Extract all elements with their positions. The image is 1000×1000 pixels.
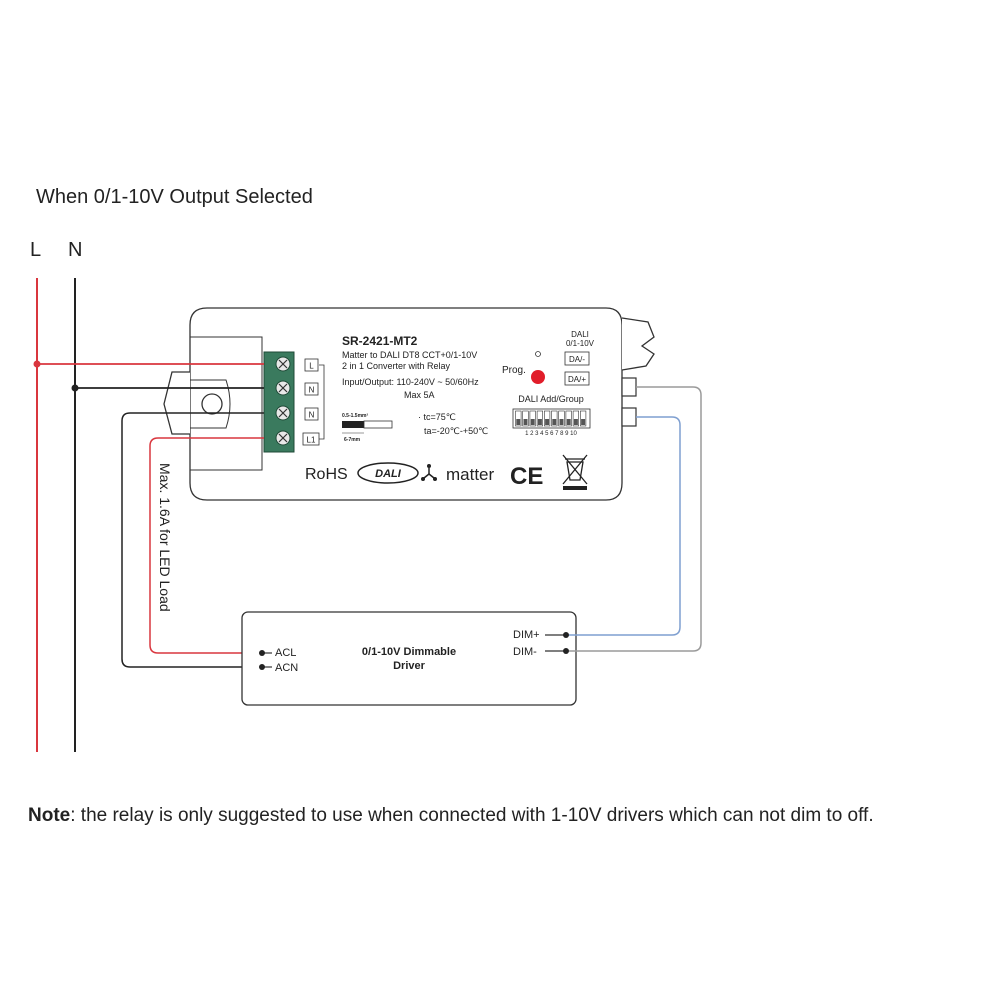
mount-hole (201, 393, 223, 415)
dip-switch-slot[interactable] (572, 410, 579, 427)
dim-minus-terminal: DIM- (513, 646, 537, 658)
output-jack-bottom (621, 407, 637, 427)
prog-button[interactable] (531, 370, 545, 384)
device-max-current: Max 5A (404, 390, 435, 400)
prog-label: Prog. (502, 365, 526, 376)
wire-dim-minus (569, 386, 702, 652)
terminal-screw-n2 (275, 405, 291, 421)
dip-switch-toggle[interactable] (552, 419, 557, 425)
wire-strip-illustration: 0.5-1.5mm² 6-7mm (342, 413, 393, 443)
dali-label: DALI (571, 330, 589, 339)
dip-switch-toggle[interactable] (516, 419, 521, 425)
rohs-logo: RoHS (305, 466, 348, 483)
terminal-screw-l1 (275, 430, 291, 446)
junction-live (33, 360, 41, 368)
wire-l1-to-acl (149, 437, 264, 654)
terminal-block (263, 351, 295, 453)
acn-terminal: ACN (275, 662, 298, 674)
tc-rating: · tc=75℃ (418, 412, 456, 422)
dip-switch-slot[interactable] (536, 410, 543, 427)
terminal-label-l: L (309, 362, 314, 371)
port-da-plus: DA/+ (568, 375, 586, 384)
dip-switch-title: DALI Add/Group (518, 394, 584, 404)
output-jack-top (621, 377, 637, 397)
terminal-label-n2: N (309, 411, 315, 420)
dip-switch-toggle[interactable] (581, 419, 586, 425)
matter-icon (421, 464, 437, 481)
dip-switch-toggle[interactable] (537, 419, 542, 425)
dip-switch-slot[interactable] (522, 410, 529, 427)
junction-neutral (71, 384, 79, 392)
driver-name-1: 0/1-10V Dimmable (362, 646, 456, 658)
dip-switch-slot[interactable] (515, 410, 522, 427)
dip-switch-toggle[interactable] (566, 419, 571, 425)
relay-bracket (319, 364, 325, 440)
terminal-label-l1: L1 (307, 436, 316, 445)
matter-logo: matter (446, 465, 495, 484)
output-mode-label: 0/1-10V (566, 339, 595, 348)
terminal-label-n1: N (309, 386, 315, 395)
device-model: SR-2421-MT2 (342, 334, 418, 348)
dip-switch-slot[interactable] (551, 410, 558, 427)
dali-logo: DALI (357, 462, 419, 484)
acl-terminal: ACL (275, 647, 296, 659)
svg-text:DALI: DALI (375, 468, 402, 480)
live-line-label: L (30, 239, 41, 261)
terminal-screw-n1 (275, 380, 291, 396)
wire-size-label: 0.5-1.5mm² (342, 413, 368, 419)
dip-switch-toggle[interactable] (545, 419, 550, 425)
ce-mark: CE (510, 463, 543, 490)
relay-note: Note: the relay is only suggested to use… (28, 805, 874, 827)
wire-neutral-to-acn (121, 412, 264, 668)
dip-switch-slot[interactable] (558, 410, 565, 427)
dip-switch-numbers: 1 2 3 4 5 6 7 8 9 10 (525, 431, 577, 437)
neutral-line-label: N (68, 239, 82, 261)
driver-name-2: Driver (393, 660, 426, 672)
dip-switch-toggle[interactable] (573, 419, 578, 425)
dip-switch-toggle[interactable] (530, 419, 535, 425)
load-current-label: Max. 1.6A for LED Load (157, 463, 173, 612)
ta-rating: ta=-20℃-+50℃ (424, 426, 488, 436)
device-io-rating: Input/Output: 110-240V ~ 50/60Hz (342, 377, 479, 387)
right-mount-ear (621, 317, 655, 371)
dip-switch-slot[interactable] (543, 410, 551, 427)
dip-switch-slot[interactable] (529, 410, 536, 427)
note-text: : the relay is only suggested to use whe… (70, 805, 874, 826)
terminal-screw-l (275, 356, 291, 372)
weee-bin-icon (562, 454, 588, 490)
dimmable-driver: ACL ACN 0/1-10V Dimmable Driver DIM+ DIM… (241, 611, 577, 706)
port-da-minus: DA/- (569, 355, 585, 364)
note-label: Note (28, 805, 71, 826)
wire-dim-plus (569, 416, 681, 636)
terminal-labels: L N N L1 (302, 358, 325, 446)
dim-plus-terminal: DIM+ (513, 629, 540, 641)
device-description-1: Matter to DALI DT8 CCT+0/1-10V (342, 350, 477, 360)
device-description-2: 2 in 1 Converter with Relay (342, 361, 451, 371)
dip-switch-toggle[interactable] (523, 419, 528, 425)
status-indicator (535, 351, 541, 357)
left-mount-ear (163, 371, 190, 435)
dip-switch[interactable] (512, 408, 591, 429)
dip-switch-toggle[interactable] (559, 419, 564, 425)
diagram-title: When 0/1-10V Output Selected (36, 186, 313, 208)
dip-switch-slot[interactable] (565, 410, 572, 427)
strip-length-label: 6-7mm (344, 437, 361, 443)
dip-switch-slot[interactable] (579, 410, 587, 427)
